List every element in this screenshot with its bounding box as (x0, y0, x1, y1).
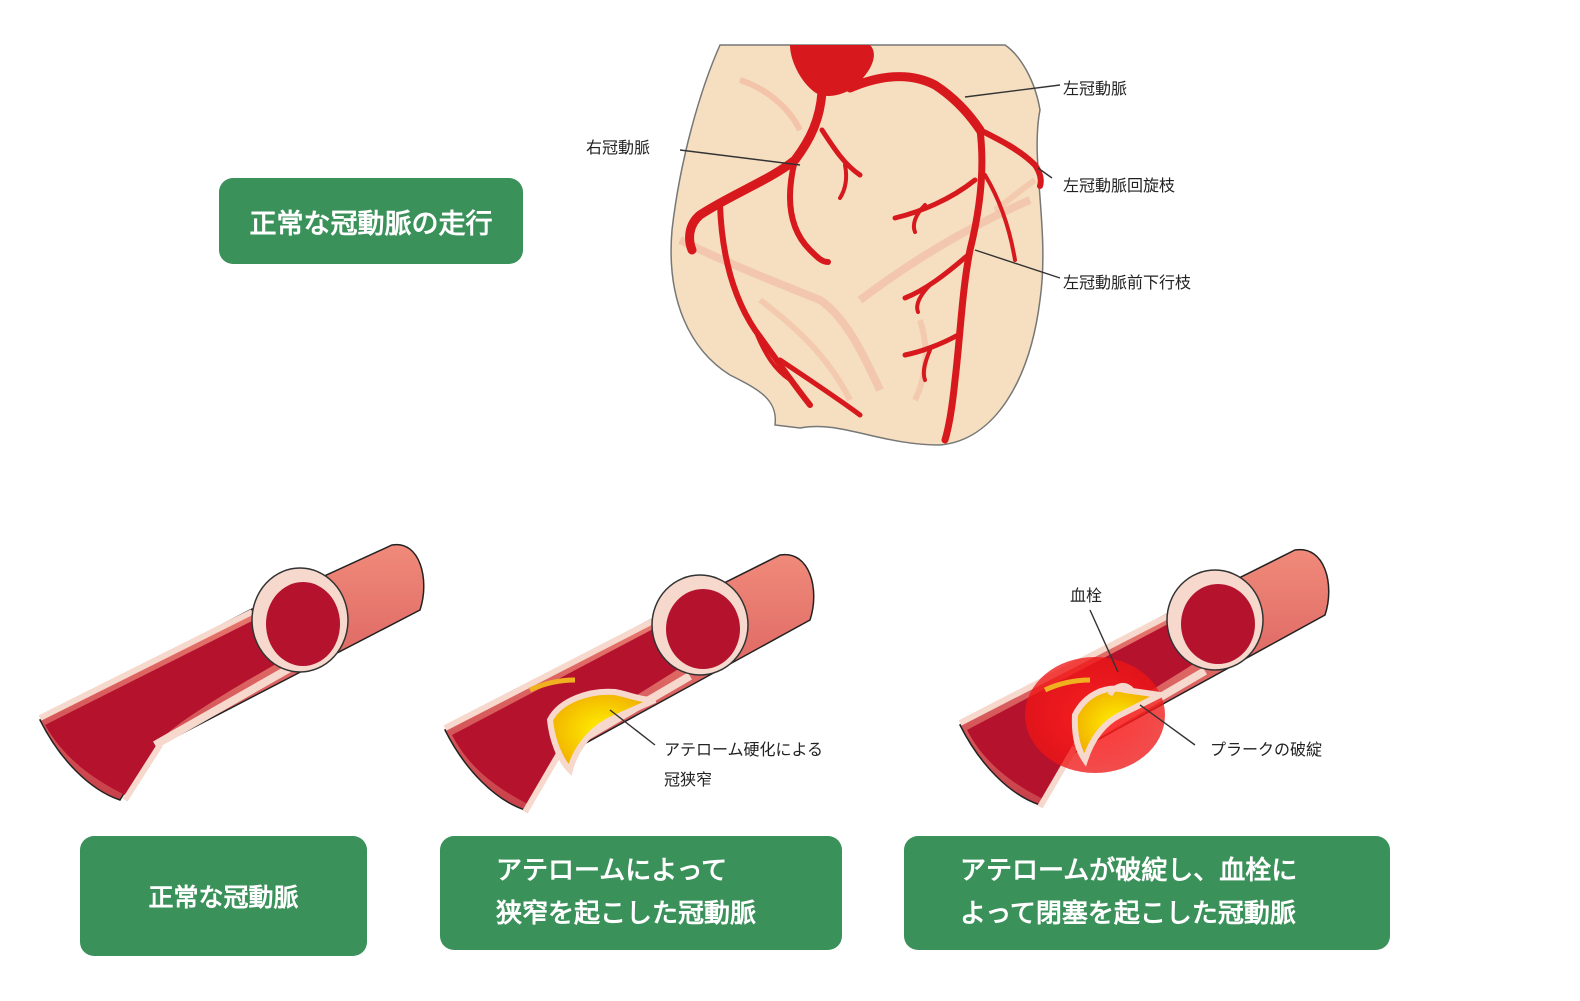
plaque-stenosis (546, 688, 657, 776)
vessel-occlusion (958, 548, 1330, 809)
vessel-stenosis (443, 553, 815, 814)
left-coronary-artery (845, 72, 1044, 444)
label-circumflex: 左冠動脈回旋枝 (1063, 176, 1176, 195)
label-right-coronary: 右冠動脈 (586, 138, 651, 157)
caption-occlusion-line1: アテロームが破綻し、血栓に (960, 856, 1298, 886)
title-normal-coronary-course: 正常な冠動脈の走行 (219, 178, 523, 264)
label-anterior-descending: 左冠動脈前下行枝 (1063, 273, 1192, 292)
right-coronary-artery (685, 87, 863, 418)
label-thrombus: 血栓 (1070, 586, 1103, 605)
caption-occlusion-line2: よって閉塞を起こした冠動脈 (960, 899, 1296, 929)
label-atheroma-stenosis-1: アテローム硬化による (664, 740, 824, 759)
label-atheroma-stenosis-2: 冠狭窄 (664, 770, 713, 789)
caption-normal-vessel: 正常な冠動脈 (80, 836, 367, 956)
caption-stenosis-line2: 狭窄を起こした冠動脈 (496, 899, 757, 929)
heart-body (670, 44, 1044, 446)
caption-stenosis-vessel: アテロームによって 狭窄を起こした冠動脈 (440, 836, 842, 950)
caption-stenosis-line1: アテロームによって (496, 856, 728, 886)
label-left-coronary: 左冠動脈 (1063, 79, 1128, 98)
label-plaque-rupture: プラークの破綻 (1210, 740, 1323, 759)
plaque-rupture (1071, 685, 1170, 767)
vessel-normal (38, 543, 425, 802)
heart-illustration (670, 44, 1061, 446)
caption-occlusion-vessel: アテロームが破綻し、血栓に よって閉塞を起こした冠動脈 (904, 836, 1390, 950)
